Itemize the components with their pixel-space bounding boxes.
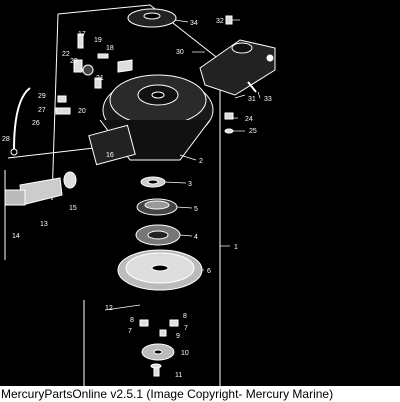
ref-11: 11 [175, 372, 182, 379]
ref-8: 8 [130, 317, 134, 324]
linkage-group [10, 33, 133, 156]
ref-20: 20 [78, 108, 86, 115]
ref-24: 24 [245, 116, 253, 123]
callouts: 1 2 3 4 5 6 7 7 8 8 9 10 11 12 13 14 15 … [2, 18, 272, 379]
ref-10: 10 [181, 350, 189, 357]
ref-28: 28 [2, 136, 10, 143]
ref-33: 33 [264, 96, 272, 103]
ref-14: 14 [12, 233, 20, 240]
part-5-spring [136, 198, 178, 216]
ref-23: 23 [70, 58, 78, 65]
ref-26: 26 [32, 120, 40, 127]
ref-7: 7 [128, 328, 132, 335]
copyright-footer: MercuryPartsOnline v2.5.1 (Image Copyrig… [0, 386, 400, 402]
part-30-bracket [199, 39, 276, 96]
starter-housing [88, 74, 214, 166]
part-34-cap [127, 8, 177, 28]
ref-25: 25 [249, 128, 257, 135]
part-11-bolt [150, 363, 162, 377]
ref-3: 3 [188, 181, 192, 188]
ref-17: 17 [78, 31, 86, 38]
part-7-9-pawls [139, 319, 179, 337]
leader-lines [104, 19, 261, 311]
part-3-washer [140, 176, 166, 188]
ref-32: 32 [216, 18, 224, 25]
ref-22: 22 [62, 51, 70, 58]
ref-27: 27 [38, 107, 46, 114]
ref-29: 29 [38, 93, 46, 100]
ref-15: 15 [69, 205, 77, 212]
ref-4: 4 [194, 234, 198, 241]
ref-21: 21 [96, 75, 104, 82]
ref-16: 16 [106, 152, 114, 159]
ref-1: 1 [234, 244, 238, 251]
ref-5: 5 [194, 206, 198, 213]
ref-19: 19 [94, 37, 102, 44]
part-13-15-assembly [4, 171, 77, 206]
ref-13: 13 [40, 221, 48, 228]
ref-2: 2 [199, 158, 203, 165]
ref-7b: 7 [184, 325, 188, 332]
assembly-frame [4, 4, 221, 386]
ref-9: 9 [176, 333, 180, 340]
part-4-pulley-spring [135, 224, 181, 246]
ref-6: 6 [207, 268, 211, 275]
ref-8b: 8 [183, 313, 187, 320]
ref-34: 34 [190, 20, 198, 27]
part-10-retainer [141, 343, 175, 361]
part-6-pulley [117, 249, 203, 291]
ref-30: 30 [176, 49, 184, 56]
ref-12: 12 [105, 305, 113, 312]
ref-18: 18 [106, 45, 114, 52]
ref-31: 31 [248, 96, 256, 103]
